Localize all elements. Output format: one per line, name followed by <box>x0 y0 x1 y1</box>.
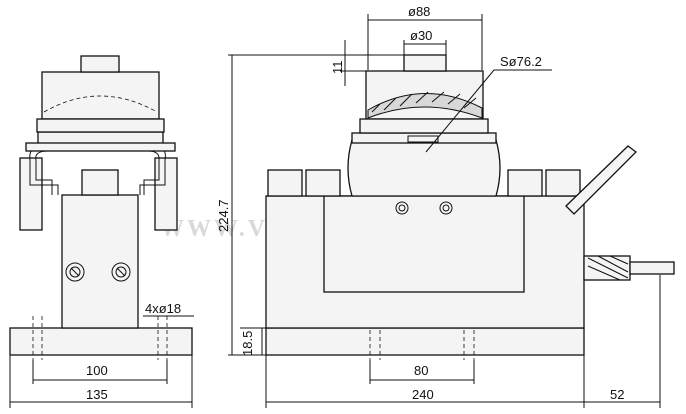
dim-18: 18.5 <box>240 331 255 356</box>
front-view: ø88 ø30 11 Sø76.2 224.7 18.5 80 240 <box>216 4 675 408</box>
side-base-plate <box>9 327 193 356</box>
side-screw-right <box>111 262 131 282</box>
dim-240: 240 <box>412 387 434 402</box>
side-upper-cylinder <box>41 71 160 120</box>
side-cylinder-base <box>36 118 165 133</box>
dim-135: 135 <box>86 387 108 402</box>
side-view: 100 135 4xø18 <box>9 55 194 408</box>
side-bracket-left <box>19 157 43 231</box>
dim-d88: ø88 <box>408 4 430 19</box>
side-column <box>61 194 139 329</box>
dim-11: 11 <box>330 61 345 75</box>
front-base-plate <box>265 327 585 356</box>
side-center-block <box>81 169 119 196</box>
dim-100: 100 <box>86 363 108 378</box>
front-center-cutout <box>323 195 525 293</box>
dim-52: 52 <box>610 387 624 402</box>
cable-lead <box>629 261 675 275</box>
side-housing-lip <box>25 142 176 152</box>
side-bracket-right <box>154 157 178 231</box>
dim-224: 224.7 <box>216 199 231 232</box>
front-cylinder-base <box>359 118 489 134</box>
front-top-pin <box>403 54 447 72</box>
dim-80: 80 <box>414 363 428 378</box>
front-block-3 <box>507 169 543 197</box>
front-block-2 <box>305 169 341 197</box>
front-sensor-housing <box>347 139 501 197</box>
front-block-1 <box>267 169 303 197</box>
dim-d30: ø30 <box>410 28 432 43</box>
handle-lever <box>565 145 637 215</box>
front-block-4 <box>545 169 581 197</box>
front-screw-left <box>395 201 409 215</box>
front-screw-right <box>439 201 453 215</box>
dim-holes: 4xø18 <box>145 301 181 316</box>
dim-s76: Sø76.2 <box>500 54 542 69</box>
side-screw-left <box>65 262 85 282</box>
side-top-pin <box>80 55 120 73</box>
